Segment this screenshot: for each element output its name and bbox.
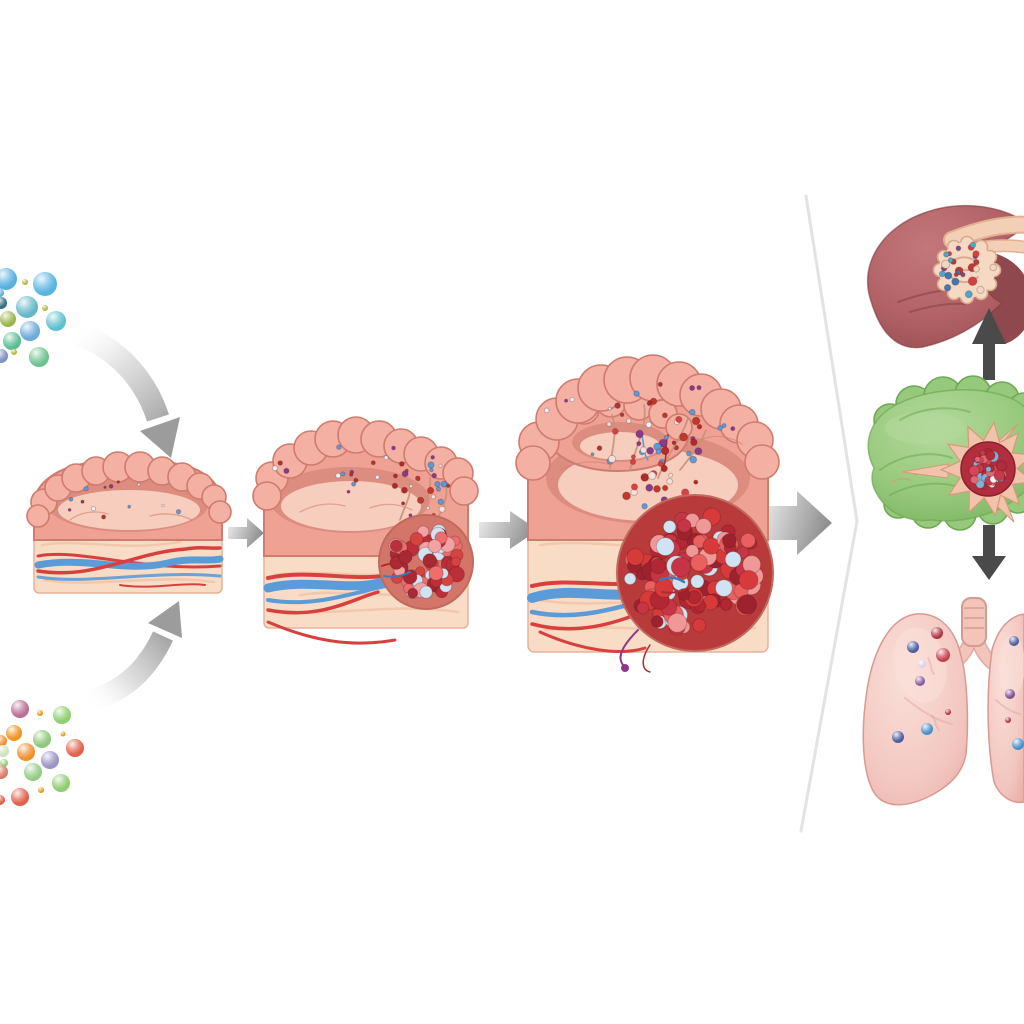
stage3-cell-spray [606,397,703,510]
stage3-tumor-vessel [658,576,686,584]
green-organ-illustration [867,375,1024,531]
stage1-vein-small [36,573,222,581]
trachea [961,597,987,647]
stage2-fold-line [369,503,413,511]
divider-line [799,194,859,833]
stage1-texture [40,540,182,547]
stage1-fold-line [149,513,193,521]
stage3-cell-specks [543,381,736,457]
stage2-tumor-cells [388,524,465,600]
stage2-cell-spray [391,455,451,527]
stage2-artery [266,590,380,615]
stage2-tumor-vessel [383,571,411,578]
stage2-gland-stalk [419,477,432,516]
green-organ-lobe-line [899,407,971,421]
curved-arrow-bottom-head [148,601,182,638]
stage1-mucosa-folds [26,451,232,528]
stage3-mucosa-folds [515,354,780,481]
cell-cluster-bottom [0,700,84,806]
stage3-angiogenesis-vessel [619,629,639,667]
stage1-artery [36,552,222,569]
stage3-fold-line [559,461,609,471]
green-organ-metastasis-cells [968,448,1008,491]
stage1-vein [34,555,224,570]
curved-arrow-bottom-shaft [82,631,173,713]
portal-vessel [945,217,1024,247]
tissue-stage-3-invasive-tumor [515,354,780,673]
liver-illustration [866,204,1024,349]
lung-vessel-mark [927,657,935,675]
stage3-fold-line [699,435,743,445]
tissue-stage-1-normal [26,451,232,594]
stage3-tumor-cells [623,507,764,636]
stage-arrow-2-icon [479,511,538,549]
stage1-lumen [58,490,200,530]
curved-arrow-top-shaft [68,320,169,422]
stage2-tumor-vessel [381,562,407,569]
stage-arrow-1-icon [228,518,264,548]
green-organ-highlight [885,412,965,444]
stage1-cell-specks [67,480,182,520]
curved-arrow-bottom [82,601,182,713]
stage2-cell-specks [272,444,421,494]
lungs-illustration [862,597,1024,806]
organ-up-arrow-icon [972,308,1006,380]
right-lung-highlight [999,635,1024,695]
left-lung-fissure [904,697,953,725]
stage2-vein-small [266,583,392,605]
stage3-angiogenesis-bud [621,664,629,672]
lung-vessel-mark [931,715,940,731]
stage1-artery-small [119,583,206,588]
stage2-fold-line [299,503,346,513]
stage2-lumen [281,481,421,531]
tissue-stage-2-tumor [252,416,479,645]
lung-metastases [892,627,1024,750]
green-organ-vein [891,477,911,483]
stage3-tumor-vessel [642,644,651,673]
organ-down-arrow-icon [972,525,1006,580]
stage3-tumor-vessel [661,587,689,594]
right-lung-fissure [995,699,1021,715]
liver-metastasis-cells [938,241,998,299]
stage2-artery [266,620,397,645]
curved-arrow-top [68,320,180,458]
stage2-mucosa-folds [252,416,479,511]
stage1-fold-line [69,511,109,521]
green-organ-lobe-line [879,453,953,471]
liver-fissure-line [909,302,966,313]
stage3-artery [538,630,647,653]
metastasis-arrow-icon [763,491,832,555]
curved-arrow-top-head [140,417,180,458]
cell-cluster-top [0,268,66,367]
stage1-texture [43,578,216,584]
stage3-gland-stalk [657,417,689,479]
stage1-artery [36,545,222,575]
